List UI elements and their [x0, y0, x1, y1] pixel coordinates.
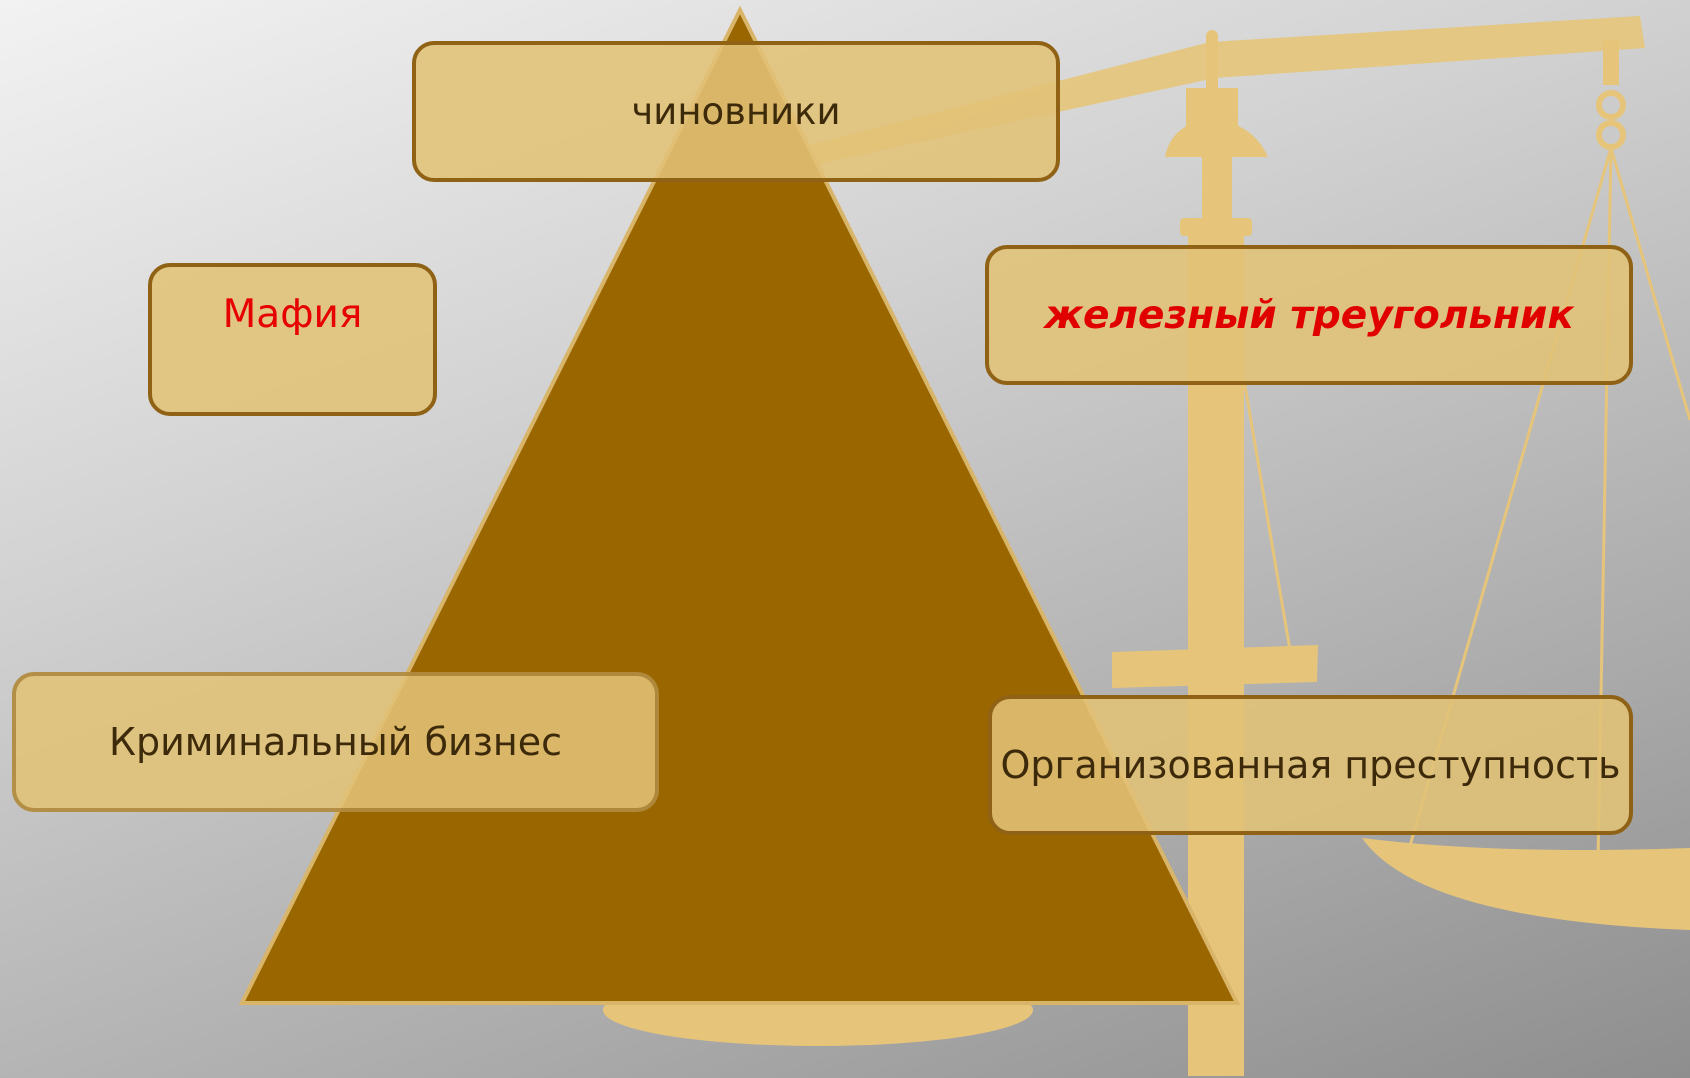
node-criminal-business-label: Криминальный бизнес	[108, 720, 563, 764]
node-organized-crime-label: Организованная преступность	[1000, 743, 1621, 787]
node-mafia: Мафия	[148, 263, 437, 416]
node-mafia-label: Мафия	[222, 292, 363, 337]
right-scale-pan	[1362, 838, 1690, 930]
node-officials: чиновники	[412, 41, 1060, 182]
node-criminal-business: Криминальный бизнес	[12, 672, 659, 812]
node-officials-label: чиновники	[631, 90, 841, 133]
node-organized-crime: Организованная преступность	[988, 695, 1633, 835]
title-box-iron-triangle: железный треугольник	[985, 245, 1633, 385]
iron-triangle-label: железный треугольник	[1044, 292, 1574, 338]
